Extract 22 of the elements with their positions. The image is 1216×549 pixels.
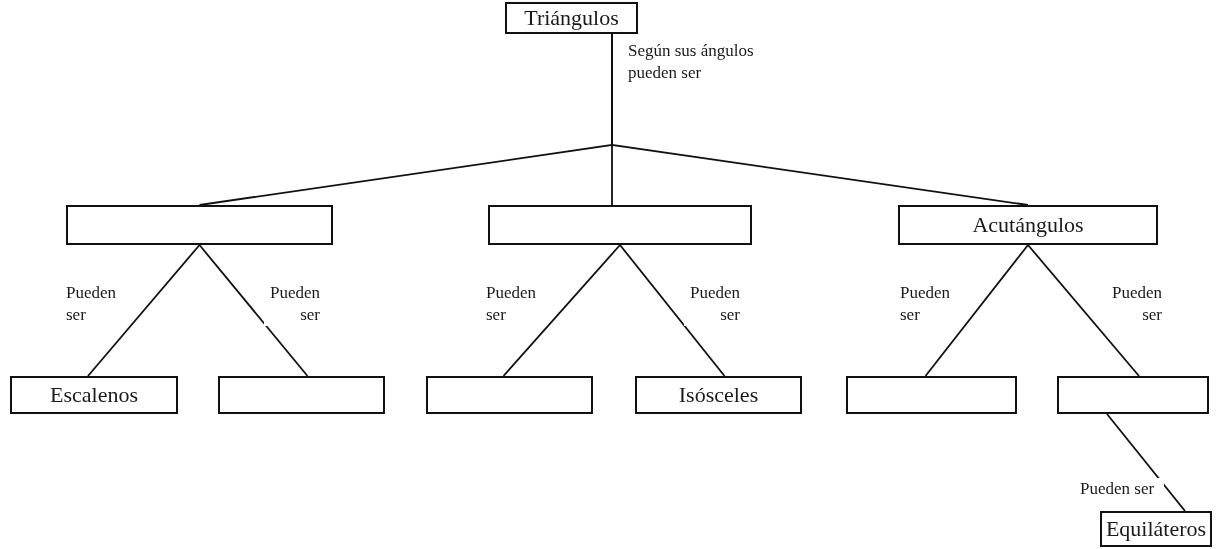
connector-line bbox=[924, 244, 1029, 377]
blank-box bbox=[488, 205, 752, 245]
category-box bbox=[10, 376, 178, 414]
blank-box bbox=[426, 376, 593, 414]
category-label: Triángulos bbox=[524, 5, 619, 31]
connector-line bbox=[198, 244, 309, 377]
blank-box bbox=[1057, 376, 1209, 414]
category-label: Equiláteros bbox=[1105, 516, 1207, 542]
blank-box bbox=[218, 376, 385, 414]
blank-box bbox=[66, 205, 333, 245]
category-label: Escalenos bbox=[50, 382, 138, 408]
category-label: Acutángulos bbox=[972, 212, 1084, 238]
category-label: Isósceles bbox=[678, 382, 759, 408]
blank-box bbox=[846, 376, 1017, 414]
connector-line bbox=[1027, 244, 1140, 377]
connector-line bbox=[1106, 413, 1186, 512]
category-box bbox=[505, 2, 638, 34]
connector-line bbox=[502, 244, 621, 377]
category-box bbox=[635, 376, 802, 414]
connector-line bbox=[87, 244, 201, 377]
connector-line bbox=[619, 244, 726, 377]
category-box bbox=[898, 205, 1158, 245]
